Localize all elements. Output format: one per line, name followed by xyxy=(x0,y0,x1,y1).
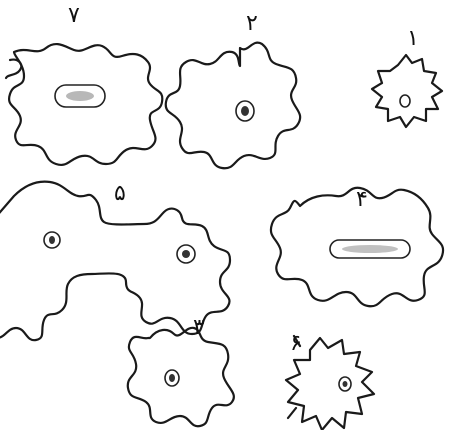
label-fig7: ۷ xyxy=(68,3,80,28)
label-fig5: ۵ xyxy=(114,181,126,206)
label-fig1: ۱ xyxy=(407,26,419,51)
label-fig3: ۳ xyxy=(193,315,205,340)
cell-3: ۳ xyxy=(126,315,235,428)
cell-6: ۶ xyxy=(284,331,376,430)
label-fig6: ۶ xyxy=(290,331,302,356)
cell-7: ۷ xyxy=(4,3,164,166)
cell-5: ۵ xyxy=(0,180,232,342)
cell-1: ۱ xyxy=(370,26,444,129)
label-fig2: ۲ xyxy=(246,11,258,36)
cell-2: ۲ xyxy=(164,11,302,170)
cell-4: ۴ xyxy=(269,186,445,308)
label-fig4: ۴ xyxy=(356,187,368,212)
